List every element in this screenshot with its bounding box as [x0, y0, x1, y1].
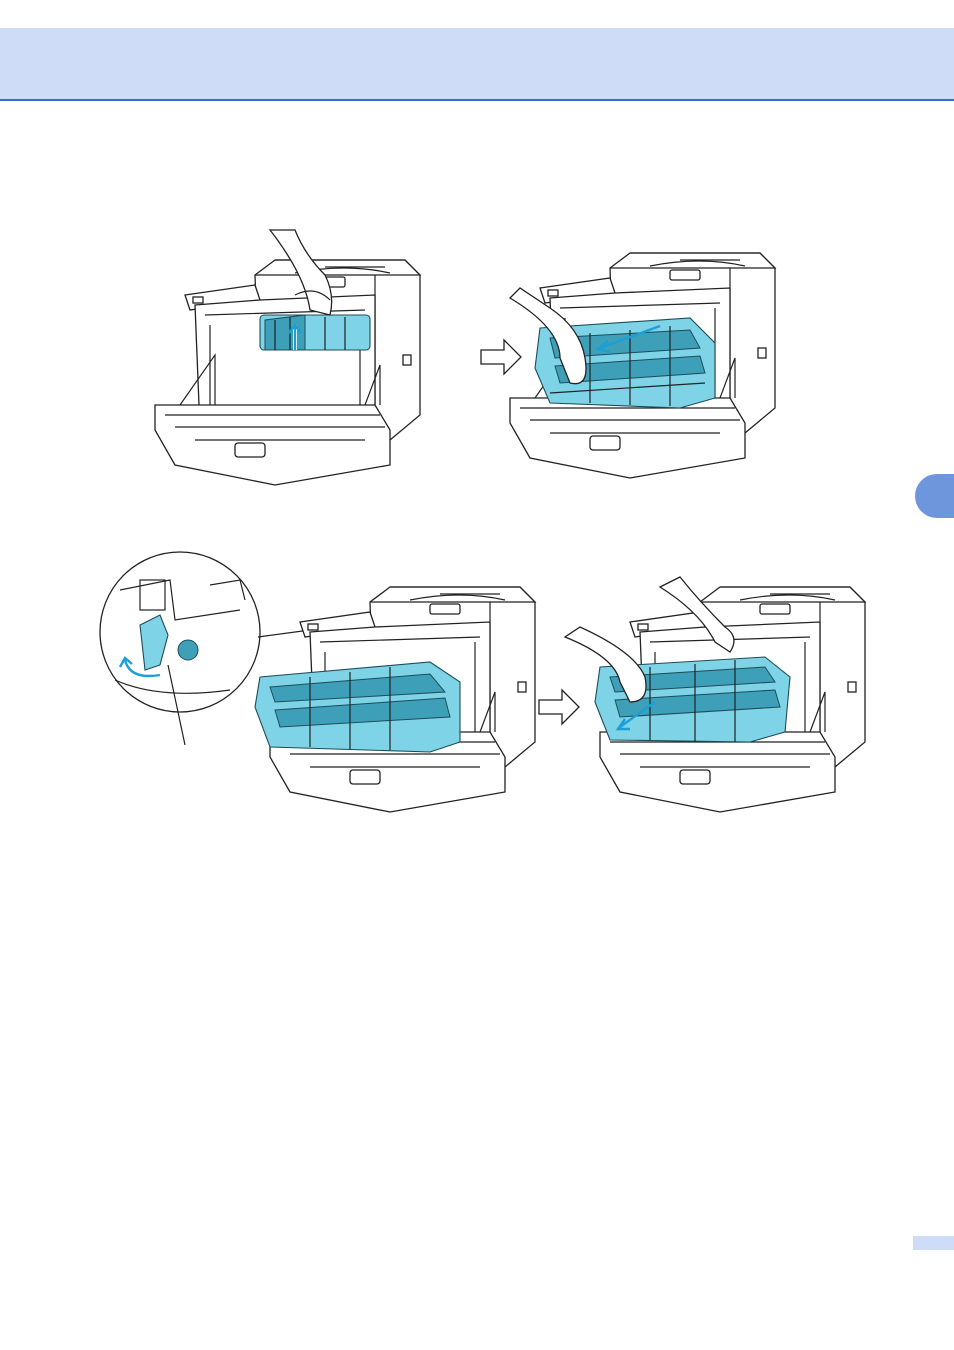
figure-step-pull-out-drum [510, 253, 775, 478]
arrow-right-icon [481, 340, 521, 374]
arrow-right-icon-2 [539, 690, 579, 724]
figure-step-unlock-lever [100, 552, 535, 812]
figure-step-remove-drum [565, 577, 865, 812]
zoom-callout [100, 552, 260, 712]
figure-step-lift-handle [155, 230, 420, 485]
